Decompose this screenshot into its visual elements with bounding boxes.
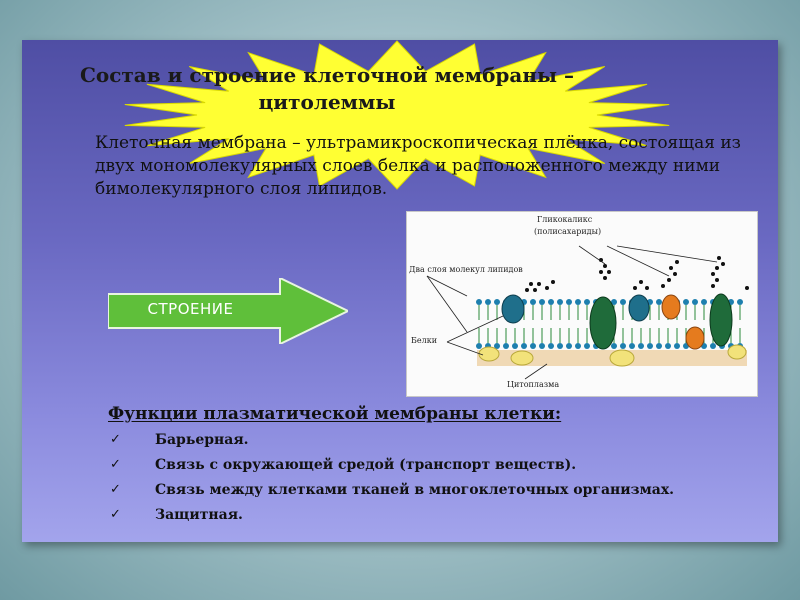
label-glycocalyx: Гликокаликс <box>537 215 593 224</box>
checkmark-icon: ✓ <box>110 507 121 522</box>
membrane-diagram: Гликокаликс (полисахариды) Два слоя моле… <box>406 211 758 397</box>
functions-heading: Функции плазматической мембраны клетки: <box>108 404 562 424</box>
label-polysaccharides: (полисахариды) <box>534 227 602 236</box>
starburst-shape <box>124 40 670 190</box>
function-text: Защитная. <box>155 507 243 523</box>
checkmark-icon: ✓ <box>110 432 121 447</box>
checkmark-icon: ✓ <box>110 482 121 497</box>
function-text: Связь между клетками тканей в многоклето… <box>155 482 675 498</box>
arrow-label: СТРОЕНИЕ <box>147 300 234 318</box>
slide-title: Состав и строение клеточной мембраны – ц… <box>79 63 575 114</box>
checkmark-icon: ✓ <box>110 457 121 472</box>
arrow-shape <box>108 278 348 344</box>
intro-paragraph: Клеточная мембрана – ультрамикроскопичес… <box>95 133 741 199</box>
membrane-illustration <box>426 245 749 380</box>
label-lipid-layers: Два слоя молекул липидов <box>409 265 523 274</box>
label-proteins: Белки <box>411 336 438 345</box>
function-text: Связь с окружающей средой (транспорт вещ… <box>155 457 577 473</box>
label-cytoplasm: Цитоплазма <box>507 380 560 389</box>
function-text: Барьерная. <box>155 432 249 448</box>
